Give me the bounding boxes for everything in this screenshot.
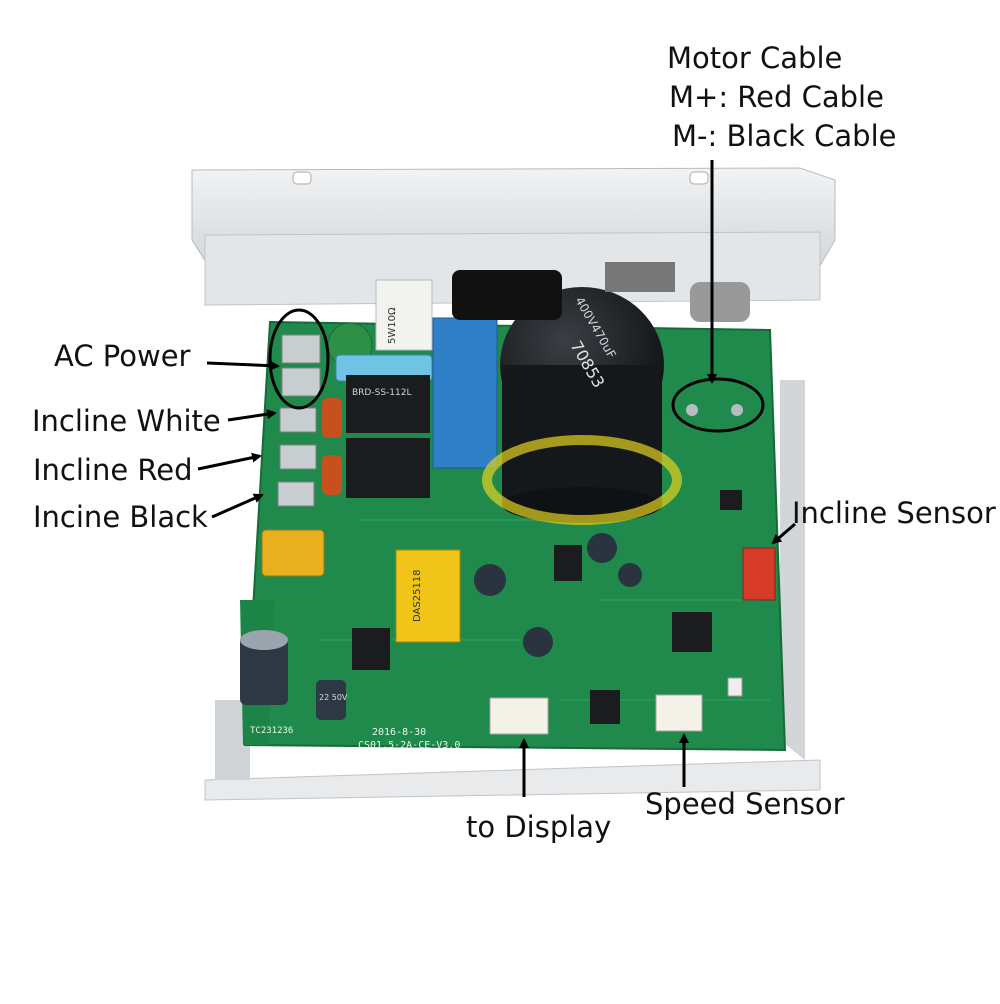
spade-terminals <box>277 334 321 507</box>
board-date: 2016-8-30 <box>372 727 426 738</box>
ac-power-callout-circle <box>268 308 330 410</box>
motor-cable-label: Motor Cable <box>667 41 843 75</box>
relay-marking: BRD-SS-112L <box>352 388 411 398</box>
components <box>240 262 776 735</box>
incline-sensor-arrow <box>771 522 796 545</box>
speed-sensor-label: Speed Sensor <box>645 787 845 821</box>
board-model: CS01.5-2A-CE-V3.0 <box>358 740 460 751</box>
incine-black-label: Incine Black <box>33 500 208 534</box>
incline-red-label: Incline Red <box>33 453 193 487</box>
small-cap-marking: 22 50V <box>319 693 348 702</box>
motor-minus-label: M-: Black Cable <box>672 119 897 153</box>
callout-arrows <box>197 160 796 797</box>
transformer-marking: DAS25118 <box>412 569 423 622</box>
incline-white-arrow <box>227 409 277 422</box>
incine-black-arrow <box>211 493 264 519</box>
motor-callout-circle <box>671 377 765 433</box>
ac-power-label: AC Power <box>54 339 191 373</box>
board-serial: TC231236 <box>250 726 293 736</box>
motor-plus-label: M+: Red Cable <box>669 80 884 114</box>
incline-sensor-label: Incline Sensor <box>792 496 996 530</box>
incline-white-label: Incline White <box>32 404 221 438</box>
ac-power-arrow <box>206 360 280 371</box>
to-display-label: to Display <box>466 810 612 844</box>
callout-circles <box>268 308 765 433</box>
resistor-marking: 5W10Ω <box>387 307 398 344</box>
incline-red-arrow <box>197 452 262 471</box>
